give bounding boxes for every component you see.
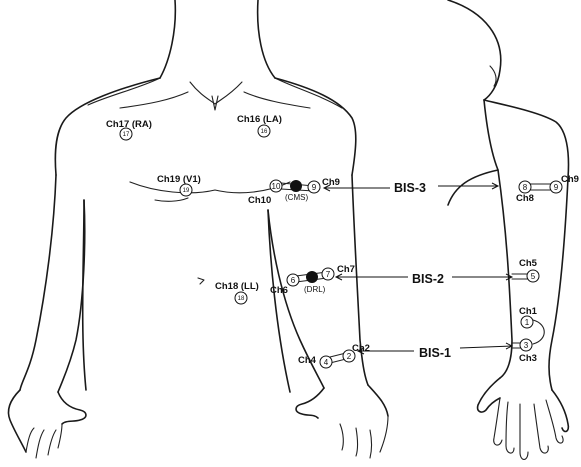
label-ch10: Ch10 <box>248 195 271 206</box>
label-drl: (DRL) <box>304 285 326 294</box>
side-electrode-3-number: 3 <box>524 341 529 350</box>
side-electrode-5-number: 5 <box>531 272 536 281</box>
electrode-19-number: 19 <box>183 188 190 194</box>
label-ch17: Ch17 (RA) <box>106 119 152 130</box>
side-label-ch9: Ch9 <box>561 174 579 185</box>
side-arm-figure <box>448 0 569 460</box>
front-electrodes: 17 16 19 18 10 9 6 7 4 2 <box>120 125 355 368</box>
label-ch9-front: Ch9 <box>322 177 340 188</box>
electrode-1-3-wire <box>533 320 544 344</box>
side-electrode-8-number: 8 <box>523 183 528 192</box>
cms-electrode-dot <box>290 180 302 192</box>
side-label-ch8: Ch8 <box>516 193 534 204</box>
electrode-17-number: 17 <box>123 132 130 138</box>
electrode-4-number: 4 <box>324 358 329 367</box>
label-ch4: Ch4 <box>298 355 317 366</box>
label-bis2: BIS-2 <box>412 272 444 286</box>
arrow-bis1-right <box>460 346 512 348</box>
side-label-ch5: Ch5 <box>519 258 538 269</box>
side-electrode-1-number: 1 <box>525 318 530 327</box>
label-ch16: Ch16 (LA) <box>237 114 282 125</box>
label-ch19: Ch19 (V1) <box>157 174 201 185</box>
side-electrode-9-number: 9 <box>554 183 559 192</box>
label-ch6: Ch6 <box>270 285 288 296</box>
electrode-7-number: 7 <box>326 270 331 279</box>
drl-electrode-dot <box>306 271 318 283</box>
label-bis1: BIS-1 <box>419 346 451 360</box>
label-ch7: Ch7 <box>337 264 355 275</box>
front-body-figure <box>8 0 388 458</box>
electrode-18-number: 18 <box>238 296 245 302</box>
side-labels: Ch9 Ch8 Ch5 Ch1 Ch3 <box>516 174 579 364</box>
side-label-ch1: Ch1 <box>519 306 538 317</box>
label-cms: (CMS) <box>285 193 308 202</box>
side-label-ch3: Ch3 <box>519 353 537 364</box>
label-ch18: Ch18 (LL) <box>215 281 259 292</box>
electrode-10-number: 10 <box>272 182 281 191</box>
electrode-6-number: 6 <box>291 276 296 285</box>
electrode-9-number: 9 <box>312 183 317 192</box>
label-bis3: BIS-3 <box>394 181 426 195</box>
front-labels: Ch17 (RA) Ch16 (LA) Ch19 (V1) Ch18 (LL) … <box>106 114 370 366</box>
electrode-16-number: 16 <box>261 129 268 135</box>
